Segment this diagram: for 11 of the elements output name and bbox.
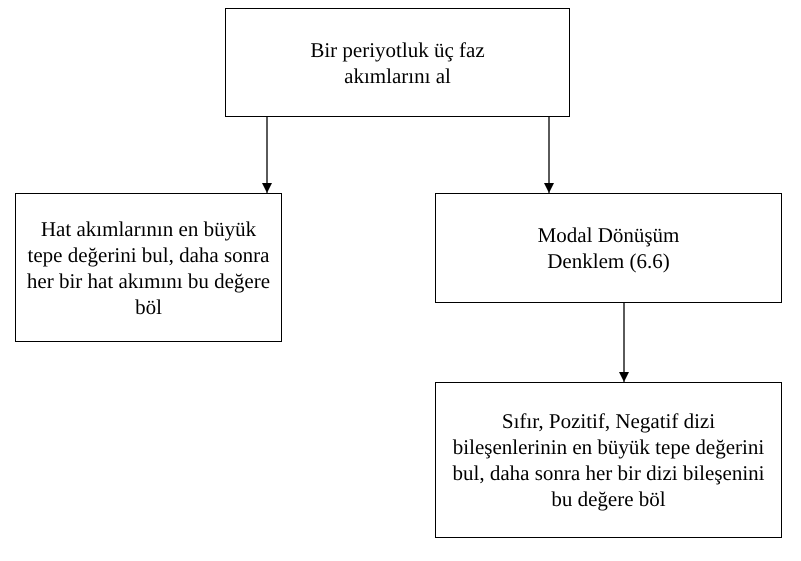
process-box (435, 193, 782, 303)
process-box (15, 193, 282, 342)
arrow (619, 303, 629, 382)
process-box (435, 382, 782, 538)
box-text: Modal Dönüşüm Denklem (6.6) (536, 222, 680, 274)
box-text: Bir periyotluk üç faz akımlarını al (309, 36, 486, 88)
process-box (225, 8, 570, 117)
arrow (262, 117, 272, 193)
box-text: Sıfır, Pozitif, Negatif dizi bileşenlerinin en büyük tepe değerini bul, daha sonra her bir dizi bileşenini bu değere böl (452, 408, 766, 512)
arrow (544, 117, 554, 193)
box-text: Hat akımlarının en büyük tepe değerini bul, daha sonra her bir hat akımını bu değere böl (26, 216, 272, 320)
